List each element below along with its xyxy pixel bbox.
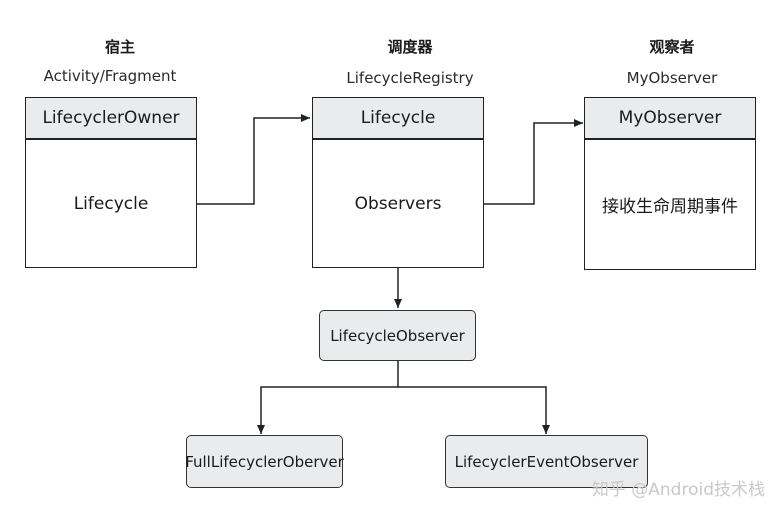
full-lifecycler-observer-node: FullLifecyclerOberver — [185, 435, 344, 488]
myobserver-box: MyObserver 接收生命周期事件 — [584, 97, 756, 270]
lifecycle-box: Lifecycle Observers — [312, 97, 484, 268]
lifecycle-box-body: Observers — [354, 193, 442, 214]
owner-box: LifecyclerOwner Lifecycle — [25, 97, 197, 268]
arrow-owner-to-lifecycle — [197, 114, 310, 205]
host-subtitle: Activity/Fragment — [43, 67, 177, 85]
watermark: 知乎 @Android技术栈 — [591, 480, 765, 500]
lifecycle-observer-node: LifecycleObserver — [319, 310, 476, 361]
lifecycler-event-observer-node: LifecyclerEventObserver — [445, 435, 648, 488]
observer-subtitle: MyObserver — [626, 69, 718, 87]
dispatcher-subtitle: LifecycleRegistry — [346, 69, 474, 87]
dispatcher-title: 调度器 — [387, 38, 433, 56]
observer-title: 观察者 — [649, 38, 695, 56]
owner-box-body: Lifecycle — [73, 193, 149, 214]
host-title: 宿主 — [104, 38, 135, 56]
myobserver-box-body: 接收生命周期事件 — [602, 197, 738, 217]
arrow-lifecycle-to-myobserver — [484, 119, 583, 205]
lifecycle-box-header: Lifecycle — [313, 98, 483, 140]
owner-box-header: LifecyclerOwner — [26, 98, 196, 140]
arrow-to-full-observer — [257, 361, 399, 434]
myobserver-box-header: MyObserver — [585, 98, 755, 140]
arrow-to-event-observer — [398, 386, 550, 434]
